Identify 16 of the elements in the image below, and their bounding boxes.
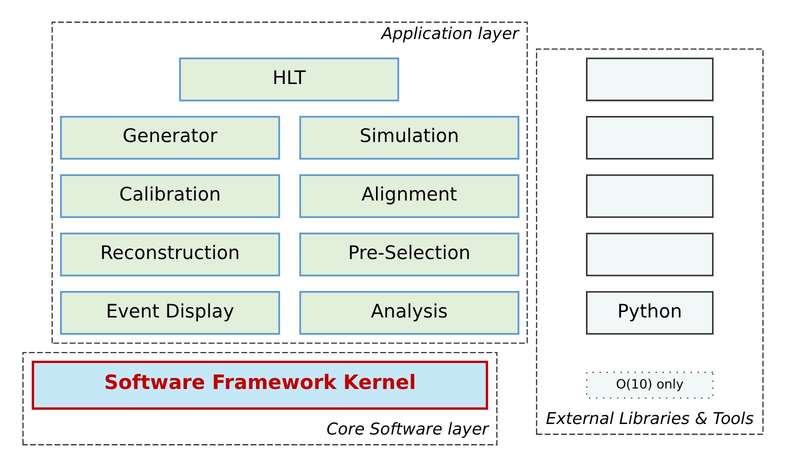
node-box: Event Display xyxy=(60,290,280,335)
node-box xyxy=(586,174,714,218)
node-box xyxy=(586,232,714,276)
node-box: HLT xyxy=(178,58,399,102)
node-box: Generator xyxy=(60,116,280,160)
node-box xyxy=(586,116,714,160)
node-box: Pre-Selection xyxy=(298,232,519,276)
node-box: Calibration xyxy=(60,174,280,218)
node-box: Software Framework Kernel xyxy=(31,360,488,410)
node-box: O(10) only xyxy=(586,372,713,399)
node-box: Python xyxy=(586,291,714,335)
node-box: Simulation xyxy=(298,116,519,160)
node-box: Alignment xyxy=(298,174,519,218)
node-box xyxy=(586,58,714,102)
node-box: Reconstruction xyxy=(60,232,280,276)
node-box: Analysis xyxy=(298,290,519,335)
